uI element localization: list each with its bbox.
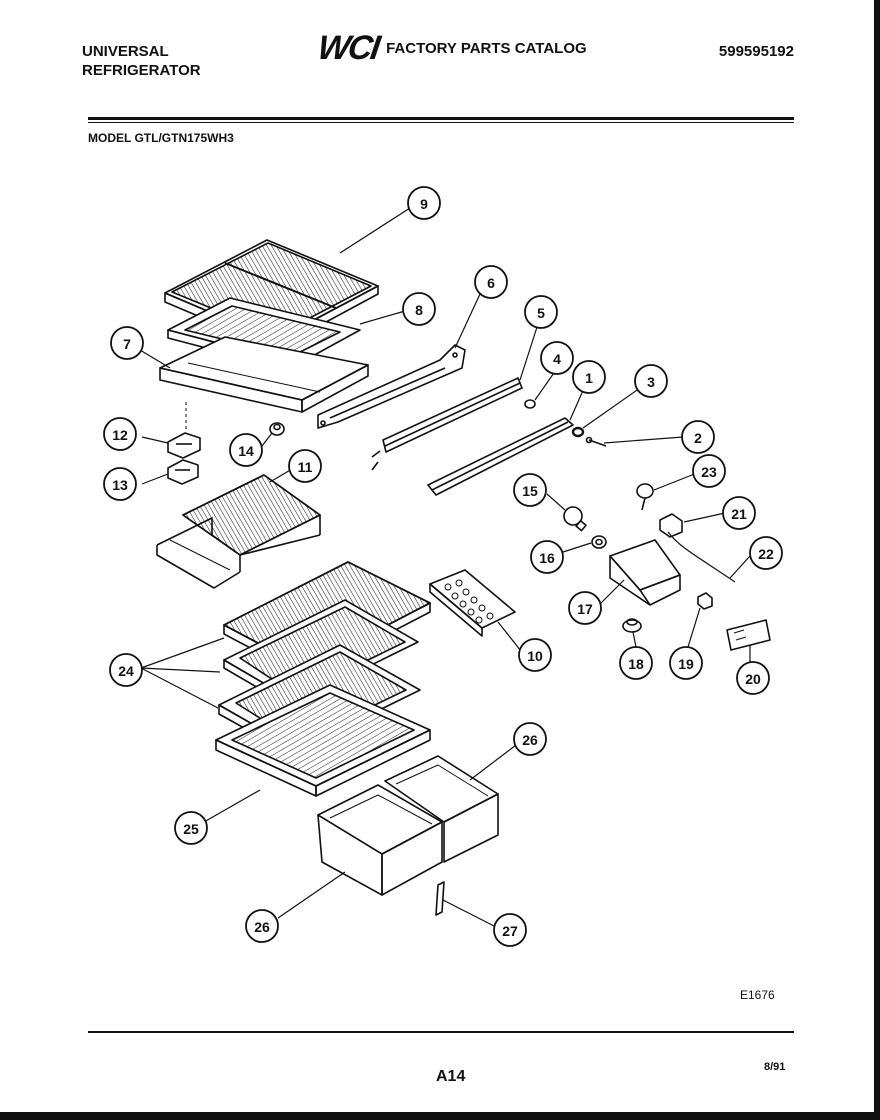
part-26-crisper-drawer	[317, 784, 443, 896]
part-20-label-plate	[726, 619, 771, 651]
page-border-right	[874, 0, 880, 1120]
callout-2: 2	[694, 430, 702, 446]
part-14-knob	[269, 422, 285, 436]
callout-24: 24	[118, 663, 134, 679]
model-number: MODEL GTL/GTN175WH3	[88, 131, 234, 145]
callout-12: 12	[112, 427, 128, 443]
part-2-screw	[585, 436, 607, 447]
footer-rule	[88, 1031, 794, 1033]
part-19-switch	[697, 592, 713, 610]
part-21-thermostat	[659, 513, 683, 538]
brand-line-2: REFRIGERATOR	[82, 62, 201, 79]
callout-9: 9	[420, 196, 428, 212]
brand-block: UNIVERSAL REFRIGERATOR	[82, 42, 201, 80]
callout-10: 10	[527, 648, 543, 664]
callout-8: 8	[415, 302, 423, 318]
page-number: A14	[436, 1068, 466, 1085]
page-border-bottom	[0, 1112, 880, 1120]
catalog-number: 599595192	[718, 43, 794, 60]
callout-16: 16	[539, 550, 555, 566]
callout-19: 19	[678, 656, 694, 672]
part-10-egg-tray	[429, 569, 516, 637]
brand-line-1: UNIVERSAL	[82, 43, 169, 60]
part-25-crisper-cover	[215, 684, 431, 797]
callout-3: 3	[647, 374, 655, 390]
part-11-wire-shelf	[156, 474, 321, 589]
part-15-bulb	[563, 506, 587, 532]
callout-20: 20	[745, 671, 761, 687]
part-18-knob	[622, 618, 642, 633]
header-rule-top	[88, 117, 794, 120]
callout-21: 21	[731, 506, 747, 522]
part-6-bracket	[317, 344, 466, 429]
part-12-clip	[167, 432, 201, 459]
callout-27: 27	[502, 923, 518, 939]
catalog-header: WCI FACTORY PARTS CATALOG	[315, 29, 587, 67]
callout-26-upper: 26	[522, 732, 538, 748]
callout-25: 25	[183, 821, 199, 837]
callout-22: 22	[758, 546, 774, 562]
callout-17: 17	[577, 601, 593, 617]
callout-4: 4	[553, 351, 561, 367]
part-3-washer	[571, 426, 585, 438]
callout-14: 14	[238, 443, 254, 459]
header-rule-bottom	[88, 122, 794, 123]
catalog-date: 8/91	[764, 1061, 786, 1073]
part-7-frame	[159, 336, 369, 413]
catalog-title: FACTORY PARTS CATALOG	[386, 39, 587, 57]
callout-5: 5	[537, 305, 545, 321]
part-27-divider	[435, 881, 445, 916]
callout-6: 6	[487, 275, 495, 291]
callout-circles	[103, 186, 783, 947]
callout-13: 13	[112, 477, 128, 493]
part-1-rail	[427, 417, 574, 496]
callout-18: 18	[628, 656, 644, 672]
leader-lines	[139, 207, 751, 927]
part-4-nut	[524, 399, 536, 409]
callout-7: 7	[123, 336, 131, 352]
part-23-bulb-socket	[636, 483, 654, 511]
diagram-code: E1676	[740, 988, 775, 1002]
callout-15: 15	[522, 483, 538, 499]
callout-11: 11	[298, 459, 313, 475]
callout-1: 1	[585, 370, 593, 386]
part-17-light-housing	[609, 539, 681, 606]
part-26-crisper-drawer	[384, 755, 499, 863]
part-22-wire	[667, 531, 736, 583]
part-16-socket	[591, 535, 607, 549]
callout-26-lower: 26	[254, 919, 270, 935]
part-13-clip	[167, 459, 199, 485]
part-5-rail	[371, 377, 523, 471]
callout-23: 23	[701, 464, 717, 480]
